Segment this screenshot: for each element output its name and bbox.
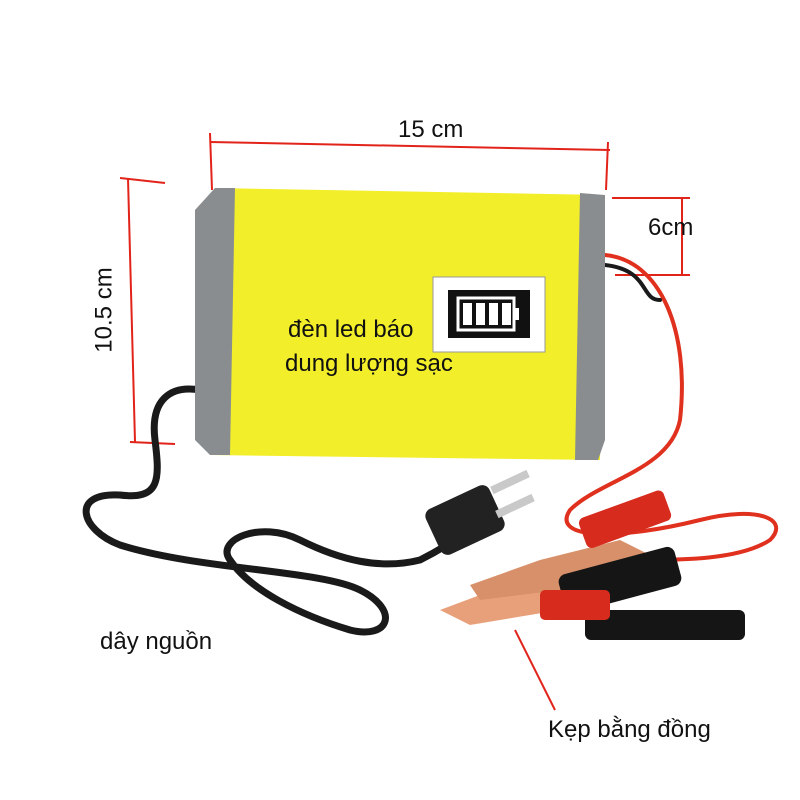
clamp-pointer [514, 629, 556, 711]
output-wires [564, 253, 778, 562]
depth-dimension-label: 6cm [648, 214, 694, 241]
width-dimension-label: 15 cm [398, 116, 464, 143]
power-cord-label: dây nguồn [100, 628, 213, 655]
height-dimension-label: 10.5 cm [90, 267, 118, 353]
charger-body [195, 188, 605, 460]
plug [425, 469, 535, 555]
power-cord [82, 385, 474, 636]
height-line [127, 177, 136, 443]
led-indicator-label-line2: dung lượng sạc [285, 350, 453, 377]
led-indicator-label: đèn led báo [288, 316, 414, 343]
copper-clamp-label: Kẹp bằng đồng [548, 716, 711, 743]
clamps [440, 490, 745, 640]
width-line [209, 141, 611, 151]
